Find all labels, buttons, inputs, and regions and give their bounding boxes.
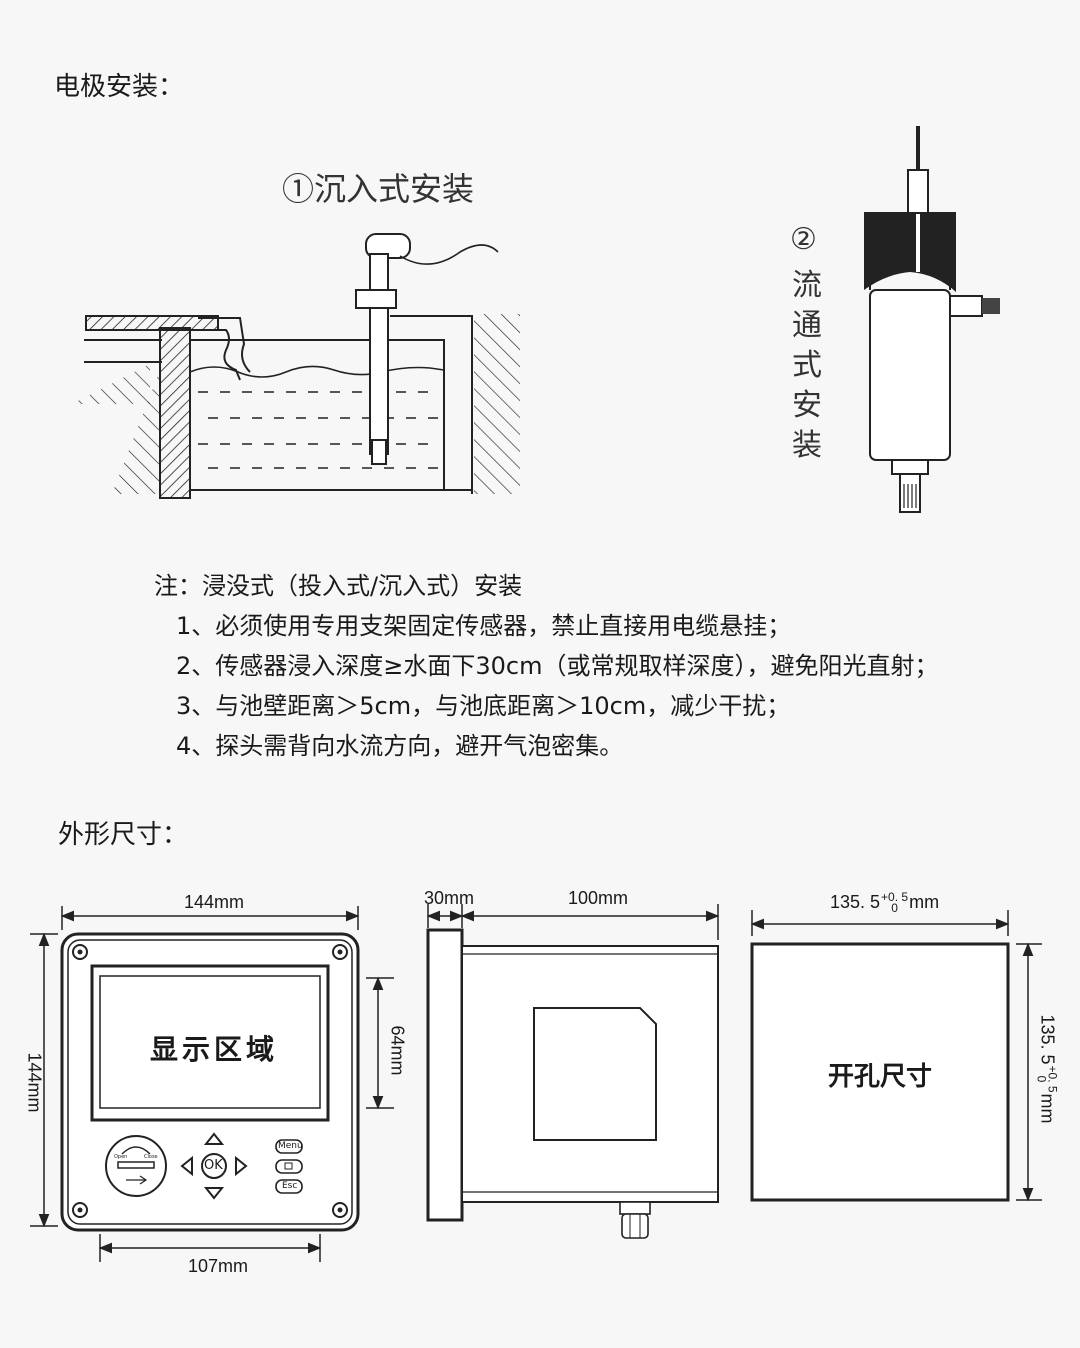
cutout-width-value: 135. 5: [830, 892, 881, 912]
cutout-height-value: 135. 5: [1037, 1014, 1058, 1065]
note-title: 注：浸没式（投入式/沉入式）安装: [154, 572, 523, 600]
dimensions-heading: 外形尺寸：: [58, 820, 189, 850]
cutout-width-unit: mm: [909, 892, 940, 912]
flow-install-char-4: 安: [792, 388, 822, 423]
display-height-label: 64mm: [387, 1025, 408, 1076]
menu-button: Menu: [278, 1141, 303, 1151]
cutout-width-tol-lower: 0: [891, 901, 898, 915]
display-area-label: 显示区域: [150, 1033, 279, 1066]
front-bottom-width-label: 107mm: [188, 1256, 249, 1276]
immersion-install-label: ①沉入式安装: [282, 170, 475, 208]
flow-install-char-3: 式: [792, 348, 822, 383]
front-width-label: 144mm: [184, 892, 245, 912]
front-height-label: 144mm: [24, 1052, 45, 1113]
ok-button: OK: [204, 1158, 223, 1173]
flow-install-char-5: 装: [792, 428, 822, 463]
note-item-3: 3、与池壁距离＞5cm，与池底距离＞10cm，减少干扰；: [176, 692, 791, 720]
cutout-width-tol-upper: +0. 5: [881, 890, 909, 904]
install-heading: 电极安装：: [54, 72, 185, 102]
flow-install-char-2: 通: [792, 308, 822, 343]
note-item-2: 2、传感器浸入深度≥水面下30cm（或常规取样深度），避免阳光直射；: [176, 652, 939, 680]
open-label: Open: [114, 1154, 128, 1160]
note-item-4: 4、探头需背向水流方向，避开气泡密集。: [176, 732, 624, 760]
immersion-install-drawing: [72, 233, 520, 499]
cutout-size-label: 开孔尺寸: [828, 1062, 933, 1092]
cutout-drawing: [750, 910, 1042, 1202]
flow-install-number: ②: [790, 222, 817, 257]
esc-button: Esc: [282, 1181, 298, 1191]
side-body-depth-label: 100mm: [568, 888, 629, 908]
flow-install-char-1: 流: [792, 268, 822, 303]
front-view-drawing: [30, 906, 394, 1262]
flow-install-drawing: [864, 126, 1000, 513]
note-item-1: 1、必须使用专用支架固定传感器，禁止直接用电缆悬挂；: [176, 612, 792, 640]
close-label: Close: [144, 1154, 158, 1160]
side-front-depth-label: 30mm: [424, 888, 475, 908]
cutout-height-unit: mm: [1037, 1093, 1058, 1124]
side-view-drawing: [426, 904, 720, 1239]
